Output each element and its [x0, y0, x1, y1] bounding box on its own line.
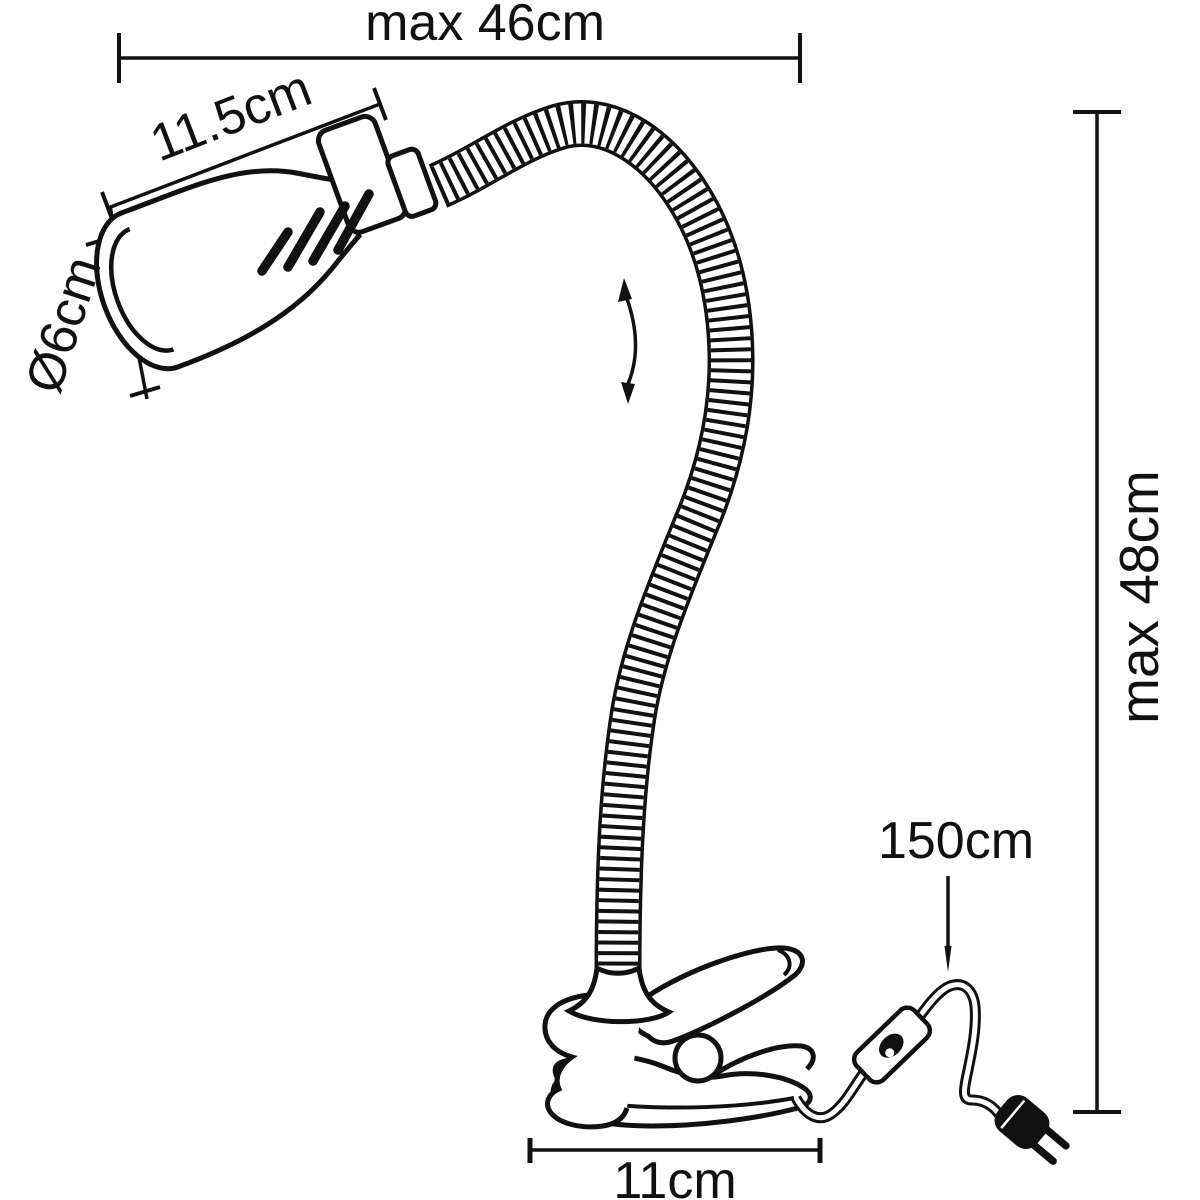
- label-cable-length: 150cm: [878, 812, 1034, 870]
- power-plug: [994, 1095, 1070, 1165]
- dimension-lines: [85, 33, 1121, 1163]
- dimension-line-clamp-width: [527, 1138, 823, 1163]
- plug-prong: [1030, 1141, 1057, 1165]
- gooseneck-base-flare: [563, 963, 675, 1025]
- label-head-diameter: Ø6cm: [15, 250, 113, 400]
- clamp-spring-pivot: [672, 1032, 724, 1084]
- flex-arrow-icon: [618, 278, 638, 404]
- label-clamp-width: 11cm: [613, 1152, 736, 1200]
- dimension-line-max-height: [1073, 110, 1121, 1114]
- power-cable: [791, 979, 1006, 1124]
- clamp-lower-arm: [710, 1043, 816, 1079]
- label-head-length: 11.5cm: [143, 59, 319, 173]
- lamp-shade-inner-rim: [109, 226, 175, 353]
- dimension-line-max-width: [117, 33, 802, 83]
- switch-rocker: [879, 1033, 904, 1058]
- clamp: [542, 945, 816, 1130]
- plug-prong: [1043, 1126, 1070, 1150]
- shade-gloss-hatch-icon: [257, 189, 374, 276]
- lamp-head: [94, 113, 439, 372]
- label-max-height: max 48cm: [1108, 470, 1170, 724]
- dimension-arrow-cable-length: [944, 876, 952, 972]
- clamp-jaw: [542, 992, 644, 1130]
- lamp-socket-collar: [385, 146, 439, 219]
- lamp-shade: [94, 168, 362, 372]
- gooseneck-arm: [428, 100, 755, 976]
- clamp-upper-arm: [629, 945, 805, 1046]
- label-max-width: max 46cm: [365, 0, 605, 52]
- power-switch: [851, 1005, 933, 1085]
